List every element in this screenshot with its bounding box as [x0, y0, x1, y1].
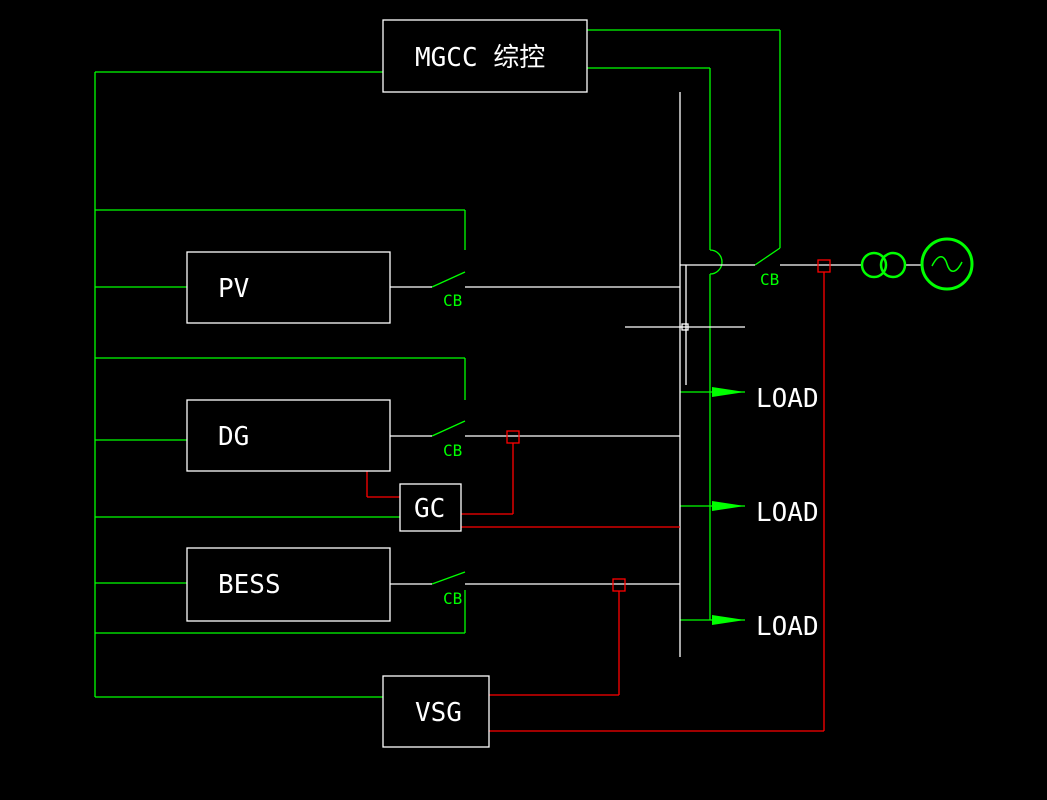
measurement-point-icon: [506, 430, 520, 444]
measurement-point-icon: [817, 259, 831, 273]
mgcc-block: MGCC 综控: [382, 19, 588, 93]
grid-breaker-label: CB: [760, 270, 779, 289]
transformer-icon: [860, 251, 907, 279]
load-label: LOAD: [756, 612, 819, 642]
vsg-block: VSG: [382, 675, 490, 748]
arrow-right-icon: [712, 387, 745, 397]
dg-label: DG: [218, 422, 249, 452]
arrow-right-icon: [712, 501, 745, 511]
bess-breaker-label: CB: [443, 589, 462, 608]
power-bus: [390, 92, 922, 657]
ac-source-icon: [920, 237, 974, 291]
load-label: LOAD: [756, 498, 819, 528]
load-arrows: [712, 387, 745, 625]
vsg-label: VSG: [415, 698, 462, 728]
mgcc-label: MGCC 综控: [415, 43, 545, 73]
dg-breaker-label: CB: [443, 441, 462, 460]
load-label: LOAD: [756, 384, 819, 414]
pv-label: PV: [218, 274, 249, 304]
pv-breaker-label: CB: [443, 291, 462, 310]
arrow-right-icon: [712, 615, 745, 625]
bess-block: BESS: [186, 547, 391, 622]
bess-label: BESS: [218, 570, 281, 600]
gc-label: GC: [414, 494, 445, 524]
gc-block: GC: [399, 483, 462, 532]
pv-block: PV: [186, 251, 391, 324]
signal-wiring: [366, 259, 831, 732]
measurement-point-icon: [612, 578, 626, 592]
dg-block: DG: [186, 399, 391, 472]
control-wiring: [94, 29, 781, 698]
